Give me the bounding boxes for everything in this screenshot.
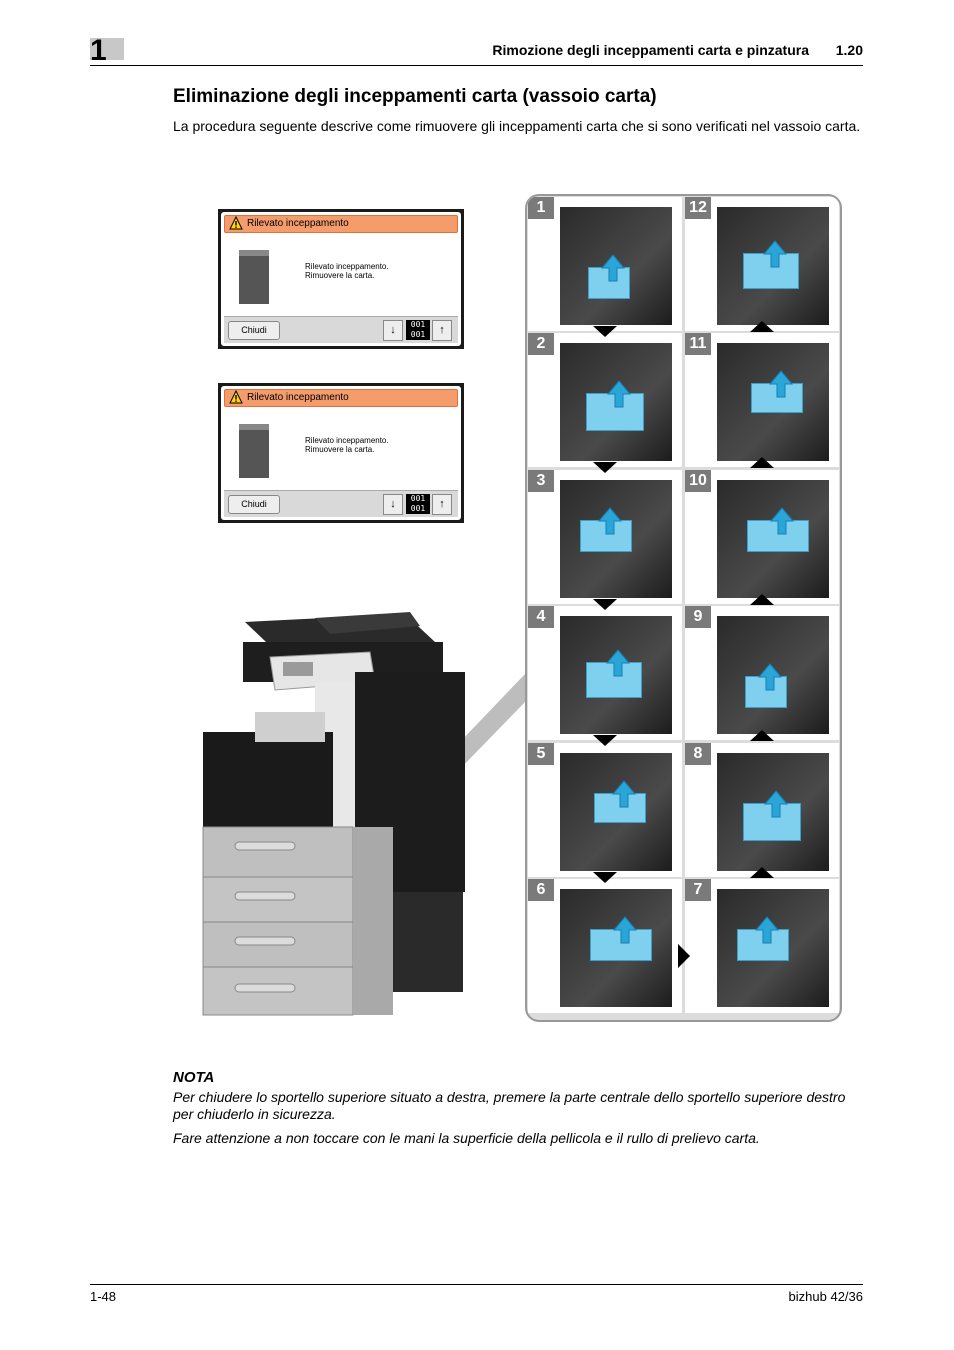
step-number: 4 (528, 606, 554, 629)
page-counter: 001 001 (406, 494, 430, 514)
step-illustration (560, 752, 672, 871)
step-number: 12 (685, 197, 711, 219)
chapter-number: 1 (90, 34, 107, 67)
step-cell: 9 (685, 606, 839, 741)
page-counter: 001 001 (406, 320, 430, 340)
header-title: Rimozione degli inceppamenti carta e pin… (492, 42, 809, 58)
mfp-machine-illustration (202, 612, 525, 1016)
step-illustration (717, 889, 829, 1007)
close-button[interactable]: Chiudi (228, 495, 280, 514)
flow-arrow-down-icon (593, 462, 617, 474)
warning-icon (229, 216, 243, 230)
direction-arrow-icon (754, 916, 780, 944)
step-cell: 12 (685, 197, 839, 331)
screen-message: Rilevato inceppamento. Rimuovere la cart… (305, 262, 389, 280)
step-number: 3 (528, 469, 554, 492)
model-name: bizhub 42/36 (788, 1289, 863, 1304)
direction-arrow-icon (763, 789, 789, 818)
step-cell: 10 (685, 469, 839, 604)
flow-arrow-up-icon (750, 457, 774, 469)
arrow-down-icon[interactable]: ↓ (383, 494, 403, 515)
step-cell: 1 (528, 197, 682, 331)
step-cell: 8 (685, 742, 839, 877)
close-button[interactable]: Chiudi (228, 321, 280, 340)
flow-arrow-down-icon (593, 326, 617, 337)
arrow-up-icon[interactable]: ↑ (432, 494, 452, 515)
step-number: 2 (528, 333, 554, 356)
step-number: 9 (685, 606, 711, 629)
arrow-right-icon (678, 944, 690, 968)
flow-arrow-down-icon (593, 735, 617, 747)
flow-arrow-up-icon (750, 866, 774, 878)
screen-title-bar: Rilevato inceppamento (224, 389, 458, 407)
screen-display: Rilevato inceppamento Rilevato inceppame… (221, 386, 461, 520)
warning-icon (229, 390, 243, 404)
step-cell: 3 (528, 469, 682, 604)
step-number: 11 (685, 333, 711, 356)
step-cell: 6 (528, 879, 682, 1013)
step-illustration (560, 616, 672, 735)
direction-arrow-icon (597, 507, 623, 535)
page-number: 1-48 (90, 1289, 117, 1304)
direction-arrow-icon (611, 779, 637, 808)
direction-arrow-icon (769, 507, 795, 535)
step-cell: 4 (528, 606, 682, 741)
step-illustration (717, 343, 829, 462)
step-number: 8 (685, 742, 711, 765)
intro-paragraph: La procedura seguente descrive come rimu… (173, 118, 861, 134)
note-paragraph: Per chiudere lo sportello superiore situ… (173, 1089, 846, 1122)
arrow-down-icon[interactable]: ↓ (383, 320, 403, 341)
header-rule (90, 65, 863, 66)
panel-screen: Rilevato inceppamento Rilevato inceppame… (218, 383, 464, 523)
arrow-up-icon[interactable]: ↑ (432, 320, 452, 341)
step-cell: 2 (528, 333, 682, 468)
screen-message: Rilevato inceppamento. Rimuovere la cart… (305, 436, 389, 454)
flow-arrow-up-icon (750, 321, 774, 332)
screen-footer: Chiudi ↓ 001 001 ↑ (224, 490, 458, 517)
machine-illustration (239, 424, 269, 478)
direction-arrow-icon (600, 254, 626, 282)
step-cell: 7 (685, 879, 839, 1013)
note-paragraph: Fare attenzione a non toccare con le man… (173, 1130, 760, 1146)
direction-arrow-icon (606, 380, 632, 408)
direction-arrow-icon (612, 916, 638, 944)
step-cell: 11 (685, 333, 839, 468)
header-section-number: 1.20 (835, 42, 863, 58)
machine-illustration (239, 250, 269, 304)
step-illustration (717, 616, 829, 735)
step-cell: 5 (528, 742, 682, 877)
step-number: 5 (528, 742, 554, 765)
step-illustration (717, 207, 829, 325)
flow-arrow-up-icon (750, 593, 774, 605)
step-illustration (717, 479, 829, 598)
direction-arrow-icon (768, 370, 794, 398)
page-title: Eliminazione degli inceppamenti carta (v… (173, 86, 657, 107)
flow-arrow-down-icon (593, 598, 617, 610)
step-illustration (560, 889, 672, 1007)
screen-title: Rilevato inceppamento (247, 392, 349, 403)
step-number: 7 (685, 879, 711, 901)
step-illustration (560, 479, 672, 598)
screen-display: Rilevato inceppamento Rilevato inceppame… (221, 212, 461, 346)
panel-screen: Rilevato inceppamento Rilevato inceppame… (218, 209, 464, 349)
chapter-tab (90, 38, 124, 60)
flow-arrow-down-icon (593, 871, 617, 883)
paper-sheet (745, 676, 787, 709)
step-illustration (560, 207, 672, 325)
step-illustration (560, 343, 672, 462)
direction-arrow-icon (605, 649, 631, 677)
direction-arrow-icon (757, 663, 783, 691)
step-illustration (717, 752, 829, 871)
direction-arrow-icon (762, 240, 788, 268)
note-label: NOTA (173, 1069, 215, 1086)
screen-footer: Chiudi ↓ 001 001 ↑ (224, 316, 458, 343)
flow-arrow-up-icon (750, 730, 774, 742)
screen-title: Rilevato inceppamento (247, 218, 349, 229)
screen-title-bar: Rilevato inceppamento (224, 215, 458, 233)
footer-rule (90, 1284, 863, 1285)
step-number: 6 (528, 879, 554, 901)
step-number: 1 (528, 197, 554, 219)
step-number: 10 (685, 469, 711, 492)
